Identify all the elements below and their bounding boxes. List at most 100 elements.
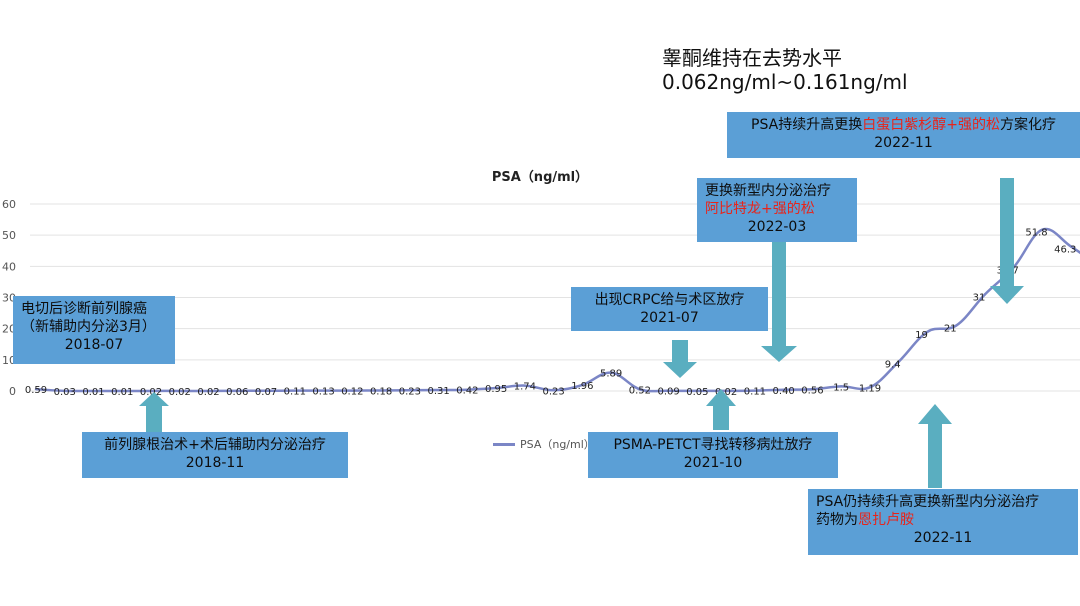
data-point bbox=[638, 388, 642, 391]
data-label: 0.23 bbox=[399, 386, 421, 397]
data-point bbox=[437, 388, 440, 392]
data-point bbox=[1070, 245, 1073, 248]
data-point bbox=[149, 389, 153, 393]
data-label: 1.96 bbox=[571, 381, 593, 392]
data-label: 0.01 bbox=[82, 387, 104, 398]
data-label: 1.74 bbox=[514, 382, 536, 393]
callout-nab-paclitaxel-line1: PSA持续升高更换白蛋白紫杉醇+强的松方案化疗 bbox=[735, 116, 1072, 134]
callout-radical-prostatectomy-line1: 前列腺根治术+术后辅助内分泌治疗 bbox=[104, 437, 326, 453]
callout-diagnosis-line1: 电切后诊断前列腺癌 bbox=[21, 301, 147, 317]
callout-abiraterone-drug: 阿比特龙+强的松 bbox=[705, 201, 815, 217]
callout-enzalutamide-prefix: 药物为 bbox=[816, 512, 858, 528]
callout-diagnosis-line2: （新辅助内分泌3月） bbox=[21, 319, 156, 335]
testosterone-note-line2: 0.062ng/ml~0.161ng/ml bbox=[662, 70, 908, 94]
data-label: 0.56 bbox=[801, 385, 823, 396]
data-point bbox=[63, 389, 66, 393]
data-label: 0.05 bbox=[686, 387, 708, 398]
data-label: 31 bbox=[973, 292, 986, 303]
callout-abiraterone: 更换新型内分泌治疗 阿比特龙+强的松 2022-03 bbox=[697, 178, 857, 242]
callout-nab-paclitaxel-date: 2022-11 bbox=[874, 135, 933, 151]
data-label: 0.02 bbox=[169, 387, 191, 398]
data-label: 0.01 bbox=[111, 387, 133, 398]
data-label: 0.12 bbox=[341, 387, 363, 398]
data-point bbox=[466, 388, 469, 391]
y-tick-label-20: 20 bbox=[2, 323, 16, 336]
callout-radical-prostatectomy-date: 2018-11 bbox=[185, 455, 245, 471]
data-point bbox=[667, 389, 670, 392]
data-point bbox=[926, 330, 929, 333]
data-point bbox=[811, 388, 814, 391]
data-point bbox=[868, 386, 872, 389]
data-point bbox=[696, 389, 699, 393]
data-point bbox=[782, 388, 785, 391]
data-point bbox=[983, 293, 987, 296]
data-point bbox=[839, 385, 843, 388]
data-point bbox=[379, 389, 383, 392]
callout-diagnosis-date: 2018-07 bbox=[64, 337, 124, 353]
data-point bbox=[34, 387, 38, 391]
data-label: 0.18 bbox=[370, 386, 392, 397]
data-label: 1.19 bbox=[859, 383, 881, 394]
y-tick-label-10: 10 bbox=[2, 354, 16, 367]
data-label: 0.52 bbox=[629, 385, 651, 396]
data-point bbox=[322, 389, 325, 392]
data-point bbox=[207, 389, 210, 393]
data-point bbox=[552, 389, 555, 392]
data-label: 21 bbox=[944, 324, 957, 335]
data-label: 0.02 bbox=[140, 387, 162, 398]
testosterone-note-line1: 睾酮维持在去势水平 bbox=[662, 46, 842, 70]
callout-psma-petct: PSMA-PETCT寻找转移病灶放疗 2021-10 bbox=[588, 432, 838, 478]
data-label: 1.5 bbox=[833, 382, 849, 393]
data-point bbox=[897, 360, 900, 363]
data-label: 0.02 bbox=[715, 387, 737, 398]
data-label: 0.59 bbox=[25, 385, 47, 396]
data-label: 19 bbox=[915, 330, 928, 341]
data-label: 0.23 bbox=[542, 386, 564, 397]
data-label: 0.31 bbox=[427, 386, 449, 397]
data-label: 9.4 bbox=[885, 360, 901, 371]
callout-enzalutamide: PSA仍持续升高更换新型内分泌治疗 药物为恩扎卢胺 2022-11 bbox=[808, 489, 1078, 555]
callout-crpc-radiotherapy-line1: 出现CRPC给与术区放疗 bbox=[594, 292, 745, 308]
y-tick-label-40: 40 bbox=[2, 260, 16, 273]
data-point bbox=[523, 384, 527, 387]
chart-title: PSA（ng/ml） bbox=[491, 170, 589, 185]
data-label: 51.8 bbox=[1025, 228, 1047, 239]
legend-swatch bbox=[493, 442, 515, 446]
data-point bbox=[494, 386, 498, 390]
data-point bbox=[351, 389, 354, 392]
chart-legend: PSA（ng/ml） bbox=[493, 436, 595, 452]
callout-nab-paclitaxel: PSA持续升高更换白蛋白紫杉醇+强的松方案化疗 2022-11 bbox=[727, 112, 1080, 158]
callout-enzalutamide-line2: 药物为恩扎卢胺 bbox=[816, 511, 1070, 529]
callout-diagnosis: 电切后诊断前列腺癌 （新辅助内分泌3月） 2018-07 bbox=[13, 296, 175, 364]
y-tick-label-30: 30 bbox=[2, 292, 16, 305]
data-point bbox=[609, 371, 613, 374]
callout-psma-petct-date: 2021-10 bbox=[683, 455, 743, 471]
callout-radical-prostatectomy: 前列腺根治术+术后辅助内分泌治疗 2018-11 bbox=[82, 432, 348, 478]
callout-enzalutamide-line1: PSA仍持续升高更换新型内分泌治疗 bbox=[816, 494, 1040, 510]
callout-abiraterone-date: 2022-03 bbox=[747, 219, 807, 235]
callout-psma-petct-line1: PSMA-PETCT寻找转移病灶放疗 bbox=[613, 437, 813, 453]
callout-abiraterone-line1: 更换新型内分泌治疗 bbox=[705, 183, 831, 199]
y-tick-label-50: 50 bbox=[2, 229, 16, 242]
legend-label: PSA（ng/ml） bbox=[520, 438, 595, 451]
data-label: 0.40 bbox=[773, 386, 795, 397]
data-label: 0.13 bbox=[312, 387, 334, 398]
data-label: 0.42 bbox=[456, 386, 478, 397]
data-point bbox=[955, 324, 958, 327]
data-point bbox=[581, 383, 584, 387]
data-label: 5.89 bbox=[600, 369, 622, 380]
data-label: 46.3 bbox=[1054, 245, 1076, 256]
data-label: 0.03 bbox=[54, 387, 76, 398]
data-label: 0.11 bbox=[284, 387, 306, 398]
callout-enzalutamide-drug: 恩扎卢胺 bbox=[858, 512, 914, 528]
data-point bbox=[92, 389, 95, 393]
data-label: 0.95 bbox=[485, 384, 507, 395]
data-label: 39.7 bbox=[997, 265, 1019, 276]
testosterone-note: 睾酮维持在去势水平 0.062ng/ml~0.161ng/ml bbox=[662, 46, 908, 94]
data-label: 0.06 bbox=[226, 387, 248, 398]
y-tick-label-60: 60 bbox=[2, 198, 16, 211]
data-point bbox=[293, 389, 297, 392]
data-point bbox=[753, 389, 757, 392]
psa-series-line bbox=[35, 227, 1080, 393]
